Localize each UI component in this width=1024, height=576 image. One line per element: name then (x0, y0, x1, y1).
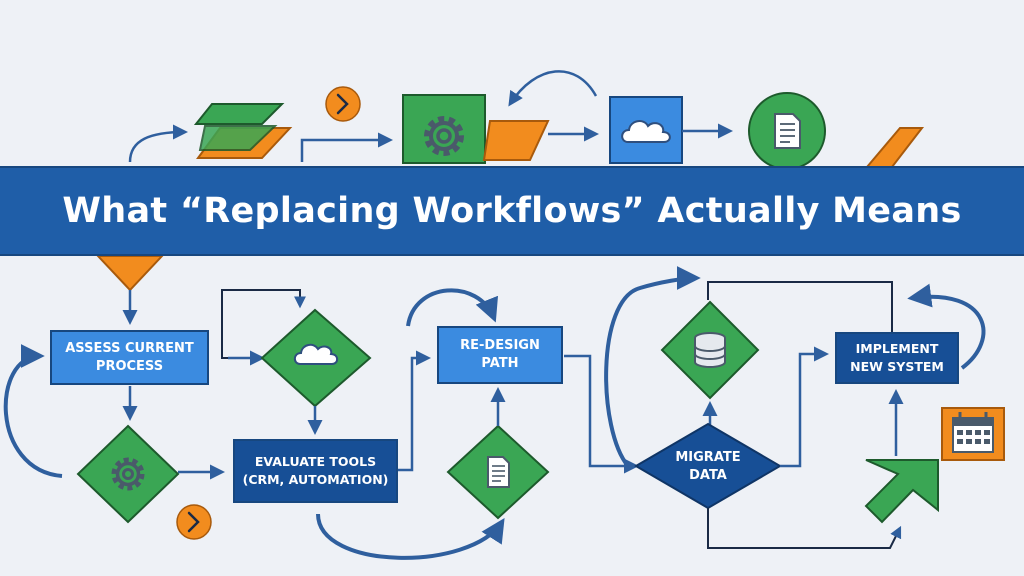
triangle-under-banner (95, 255, 165, 292)
connector-redesign-to-migrate (564, 354, 639, 474)
gear-diamond (76, 424, 180, 524)
cloud-box-top (609, 96, 683, 164)
connector-big-arc (604, 266, 701, 468)
gear-icon (424, 116, 464, 156)
database-diamond (660, 300, 760, 400)
document-icon (774, 113, 801, 149)
cloud-diamond (260, 308, 372, 408)
parallelogram-shape-top-left (193, 103, 293, 159)
step-implement-new-system: IMPLEMENT NEW SYSTEM (835, 332, 959, 384)
connector-arc-to-redesign (406, 288, 498, 327)
connector-migrate-bottom (707, 508, 902, 549)
document-icon (487, 456, 510, 488)
gear-icon (111, 457, 145, 491)
document-diamond (446, 424, 550, 520)
calendar-icon (941, 407, 1005, 461)
step-redesign-path: RE-DESIGN PATH (437, 326, 563, 384)
cloud-icon (621, 120, 671, 143)
connector-migrate-to-implement (780, 346, 829, 468)
chevron-right-icon-top (325, 86, 361, 122)
step-migrate-data: MIGRATE DATA (675, 450, 741, 483)
gear-box-top (402, 94, 486, 164)
cloud-icon (293, 343, 339, 365)
step-evaluate-tools: EVALUATE TOOLS (CRM, AUTOMATION) (233, 439, 398, 503)
connector-left-loop (3, 344, 63, 478)
title-banner: What “Replacing Workflows” Actually Mean… (0, 166, 1024, 256)
connector-evaluate-to-redesign (398, 350, 431, 472)
connector-evaluate-curve (316, 513, 505, 560)
connector-thin-frame (707, 281, 893, 336)
connector-top-2 (300, 132, 393, 162)
document-circle-top (748, 92, 826, 170)
parallelogram-shape-top-mid (482, 120, 550, 161)
connector-top-1 (128, 124, 188, 163)
connector-right-loop (907, 283, 986, 370)
chevron-right-icon-bottom (176, 504, 212, 540)
arrow-icon-green (864, 459, 939, 524)
page-title: What “Replacing Workflows” Actually Mean… (62, 191, 962, 231)
database-icon (694, 332, 726, 368)
connector-top-loop (508, 70, 598, 107)
step-assess-current-process: ASSESS CURRENT PROCESS (50, 330, 209, 385)
